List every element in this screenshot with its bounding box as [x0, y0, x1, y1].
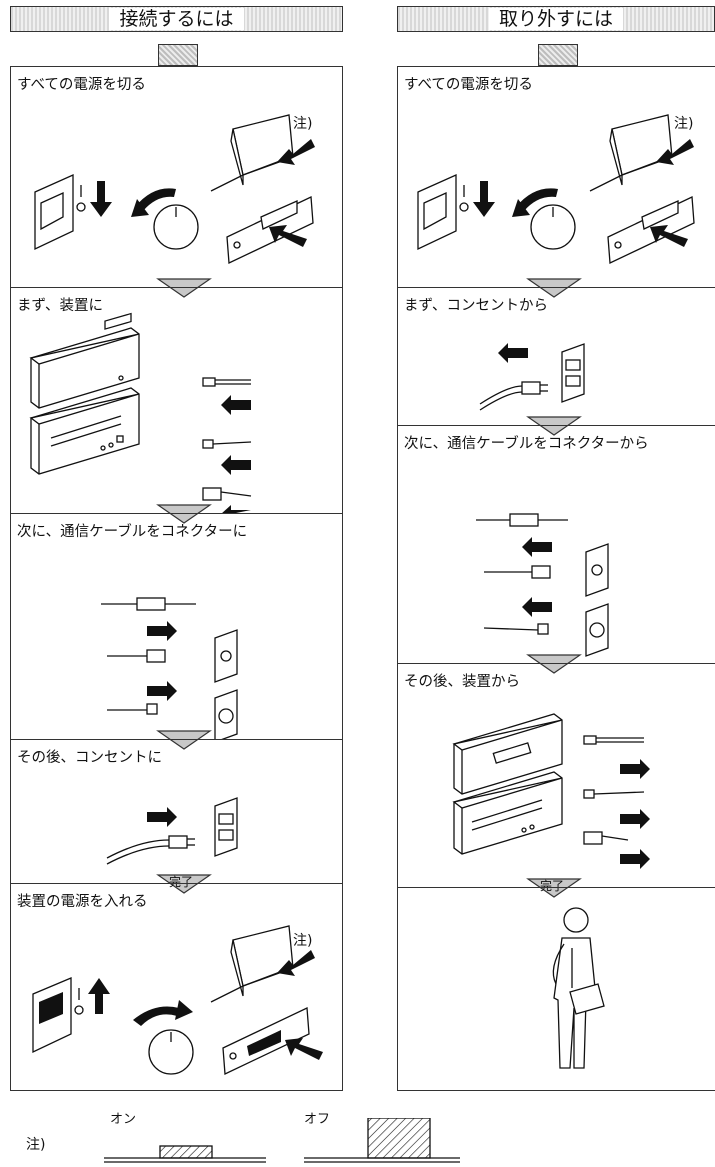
unplug-illustration — [479, 343, 585, 411]
connect-step-1: すべての電源を切る 注) — [11, 67, 342, 287]
dial-icon — [512, 188, 576, 250]
disconnect-title: 取り外すには — [488, 8, 623, 30]
connect-panel: すべての電源を切る 注) — [10, 66, 343, 1091]
disconnect-step-4: その後、装置から — [398, 663, 715, 887]
power-on-illustration — [32, 925, 323, 1075]
disconnect-step-3: 次に、通信ケーブルをコネクターから — [398, 425, 715, 663]
dial-icon — [131, 188, 199, 250]
connect-step-4: その後、コンセントに — [11, 739, 342, 883]
connector-icon — [101, 597, 196, 715]
cable-plug-icon — [583, 735, 650, 869]
plug-outlet-illustration — [106, 797, 238, 865]
outlet-icon — [214, 629, 238, 740]
outlet-icon — [214, 797, 238, 857]
connect-done-label: 完了 — [169, 875, 194, 889]
rocker-switch-icon — [589, 114, 694, 192]
footnote-on-label: オン — [110, 1112, 137, 1127]
step-arrow-down-4 — [156, 874, 212, 894]
connect-step-5: 装置の電源を入れる 注) — [11, 883, 342, 1092]
step-arrow-down-6 — [526, 416, 582, 436]
disconnect-step-2: まず、コンセントから — [398, 287, 715, 425]
disconnect-step-1-note: 注) — [674, 116, 694, 132]
person-carrying-box-icon — [552, 907, 605, 1069]
connect-step-1-note: 注) — [293, 116, 313, 132]
disconnect-step-1-label: すべての電源を切る — [404, 77, 533, 93]
step-arrow-down-2 — [156, 504, 212, 524]
rocker-switch-icon — [210, 925, 315, 1003]
disconnect-header-connector — [538, 44, 578, 66]
connect-step-3-label: 次に、通信ケーブルをコネクターに — [17, 524, 248, 540]
step-arrow-down-1 — [156, 278, 212, 298]
disconnect-finish — [398, 887, 715, 1092]
rocker-switch-icon — [210, 114, 315, 192]
step-arrow-down-3 — [156, 730, 212, 750]
connect-header: 接続するには — [10, 6, 343, 32]
device-icon — [29, 312, 140, 475]
power-switch-icon — [32, 977, 84, 1054]
connect-step-1-label: すべての電源を切る — [17, 77, 146, 93]
power-switch-icon — [417, 173, 469, 251]
disconnect-step-3-label: 次に、通信ケーブルをコネクターから — [404, 436, 649, 452]
step-arrow-down-8 — [526, 878, 582, 898]
disconnect-panel: すべての電源を切る 注) — [397, 66, 715, 1091]
disconnect-step-1: すべての電源を切る 注) — [398, 67, 715, 287]
power-switch-icon — [34, 173, 86, 251]
connect-step-5-note: 注) — [293, 933, 313, 949]
cable-disconnect-illustration — [476, 513, 609, 657]
connect-step-3: 次に、通信ケーブルをコネクターに — [11, 513, 342, 740]
device-connection-illustration — [29, 312, 252, 514]
outlet-icon — [585, 543, 609, 657]
outlet-icon — [561, 343, 585, 403]
footnote-off-label: オフ — [304, 1112, 331, 1127]
connect-step-4-label: その後、コンセントに — [17, 750, 162, 766]
power-off-illustration-2 — [417, 114, 695, 264]
footnote-mark: 注) — [26, 1137, 46, 1153]
cable-plug-icon — [106, 807, 195, 865]
device-icon — [452, 713, 563, 855]
connect-step-2-label: まず、装置に — [17, 298, 103, 314]
disconnect-step-2-label: まず、コンセントから — [404, 298, 548, 314]
disconnect-done-label: 完了 — [540, 879, 565, 893]
step-arrow-down-5 — [526, 278, 582, 298]
cable-connector-illustration — [101, 597, 238, 740]
disconnect-header: 取り外すには — [397, 6, 715, 32]
device-disconnect-illustration — [452, 713, 650, 869]
power-off-illustration — [34, 114, 315, 264]
switch-state-illustration — [104, 1118, 460, 1163]
step-arrow-down-7 — [526, 654, 582, 674]
connect-header-connector — [158, 44, 198, 66]
connect-step-2: まず、装置に — [11, 287, 342, 514]
dial-icon — [133, 1000, 194, 1075]
connect-title: 接続するには — [109, 8, 244, 30]
disconnect-step-4-label: その後、装置から — [404, 674, 520, 690]
cable-plug-icon — [202, 377, 252, 514]
connect-step-5-label: 装置の電源を入れる — [17, 894, 148, 910]
